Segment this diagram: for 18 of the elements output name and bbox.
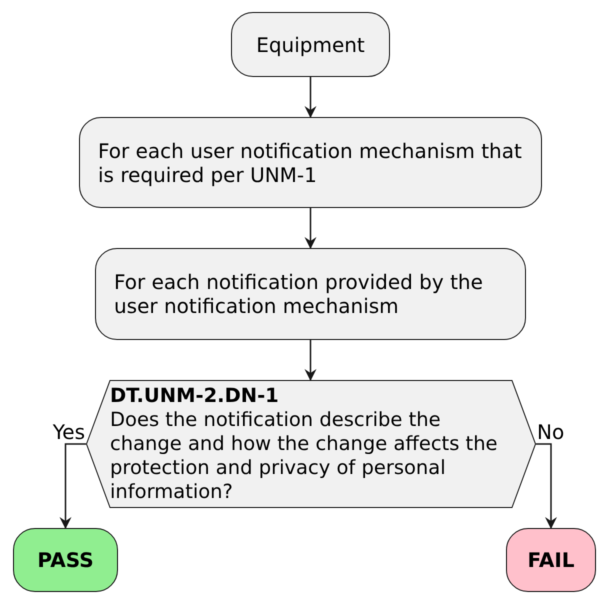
node-text: PASS	[37, 548, 94, 572]
result-box	[13, 528, 118, 592]
node-text: FAIL	[527, 548, 575, 572]
decision-heading: DT.UNM-2.DN-1	[110, 384, 279, 408]
node-text: For each user notification mechanism that is required per UNM-1	[98, 138, 523, 186]
node-text: Equipment	[256, 32, 365, 56]
activity-box	[231, 12, 390, 77]
node-text: For each notification provided by the user notification mechanism	[114, 270, 484, 318]
activity-box	[79, 117, 542, 208]
result-box	[506, 528, 596, 592]
arrow	[304, 77, 316, 118]
arrow	[304, 208, 316, 249]
node-text: Does the notification describe the change and how the change affects the protection and privacy of personal information?	[110, 408, 499, 504]
activity-box	[95, 248, 526, 340]
arrow	[536, 443, 557, 529]
arrow	[60, 443, 86, 529]
decision-hexagon	[86, 380, 536, 508]
arrow	[304, 340, 316, 381]
